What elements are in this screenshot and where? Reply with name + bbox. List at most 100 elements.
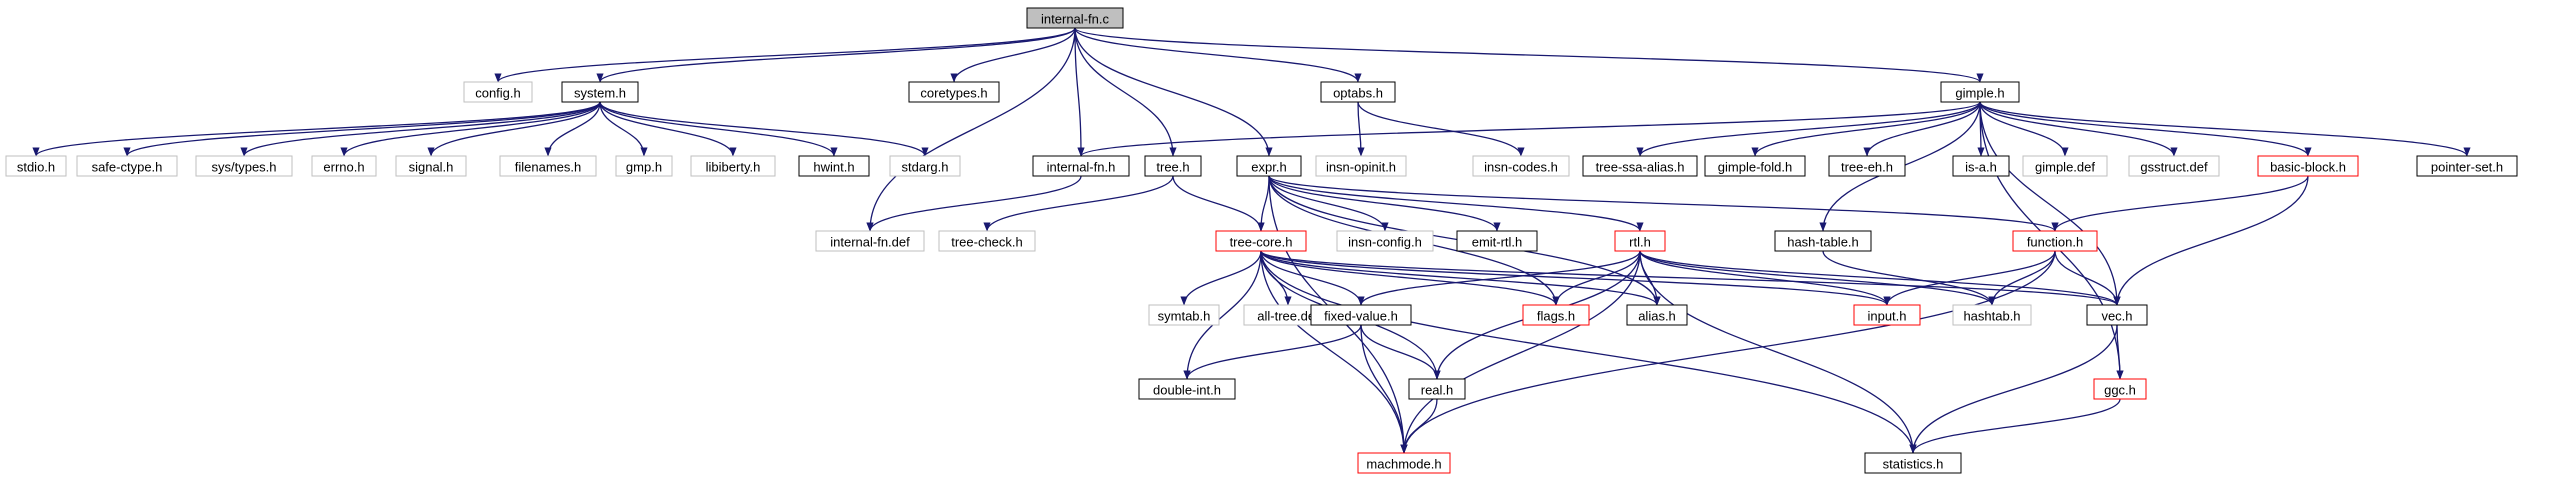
edge-basic-block-h-to-vec-h xyxy=(2113,175,2309,306)
node-box xyxy=(1032,155,1130,177)
node-label: sys/types.h xyxy=(211,160,276,175)
node-rtl-h[interactable]: rtl.h xyxy=(1614,230,1666,252)
node-gsstruct-def[interactable]: gsstruct.def xyxy=(2128,155,2220,177)
node-pointer-set-h[interactable]: pointer-set.h xyxy=(2416,155,2518,177)
node-tree-check-h[interactable]: tree-check.h xyxy=(938,230,1036,252)
node-tree-ssa-alias-h[interactable]: tree-ssa-alias.h xyxy=(1582,155,1698,177)
node-machmode-h[interactable]: machmode.h xyxy=(1357,452,1451,474)
node-system-h[interactable]: system.h xyxy=(561,81,639,103)
node-function-h[interactable]: function.h xyxy=(2012,230,2098,252)
node-box xyxy=(1336,230,1434,252)
node-label: tree-core.h xyxy=(1230,235,1293,250)
edge-basic-block-h-to-function-h xyxy=(2051,175,2309,232)
edge-system-h-to-errno-h xyxy=(340,101,601,157)
node-vec-h[interactable]: vec.h xyxy=(2086,304,2148,326)
node-alias-h[interactable]: alias.h xyxy=(1626,304,1688,326)
edge-tree-core-h-to-input-h xyxy=(1260,250,1891,306)
node-box xyxy=(1144,155,1202,177)
node-label: tree.h xyxy=(1156,160,1189,175)
node-label: double-int.h xyxy=(1153,383,1221,398)
node-filenames-h[interactable]: filenames.h xyxy=(499,155,597,177)
edge-tree-core-h-to-statistics-h xyxy=(1260,250,1917,454)
node-input-h[interactable]: input.h xyxy=(1853,304,1921,326)
node-box xyxy=(1315,155,1407,177)
node-double-int-h[interactable]: double-int.h xyxy=(1138,378,1236,400)
node-insn-codes-h[interactable]: insn-codes.h xyxy=(1472,155,1570,177)
node-internal-fn-c[interactable]: internal-fn.c xyxy=(1026,7,1124,29)
node-box xyxy=(76,155,178,177)
node-gimple-fold-h[interactable]: gimple-fold.h xyxy=(1704,155,1806,177)
node-box xyxy=(2093,378,2147,400)
node-internal-fn-h[interactable]: internal-fn.h xyxy=(1032,155,1130,177)
node-box xyxy=(938,230,1036,252)
node-label: rtl.h xyxy=(1629,235,1651,250)
edge-expr-h-to-insn-config-h xyxy=(1268,175,1389,232)
node-coretypes-h[interactable]: coretypes.h xyxy=(908,81,1000,103)
node-label: all-tree.def xyxy=(1257,309,1319,324)
node-tree-core-h[interactable]: tree-core.h xyxy=(1215,230,1307,252)
node-stdio-h[interactable]: stdio.h xyxy=(5,155,67,177)
edge-rtl-h-to-machmode-h xyxy=(1400,250,1641,454)
edge-tree-h-to-tree-check-h xyxy=(983,175,1174,232)
node-internal-fn-def[interactable]: internal-fn.def xyxy=(815,230,925,252)
edge-internal-fn-c-to-optabs-h xyxy=(1074,27,1362,83)
node-expr-h[interactable]: expr.h xyxy=(1236,155,1302,177)
node-box xyxy=(615,155,673,177)
node-optabs-h[interactable]: optabs.h xyxy=(1320,81,1396,103)
edge-real-h-to-machmode-h xyxy=(1400,398,1438,454)
edge-tree-core-h-to-vec-h xyxy=(1260,250,2121,306)
node-label: stdio.h xyxy=(17,160,55,175)
node-box xyxy=(1357,452,1451,474)
node-symtab-h[interactable]: symtab.h xyxy=(1148,304,1220,326)
edge-rtl-h-to-statistics-h xyxy=(1639,250,1917,454)
edge-gimple-h-to-pointer-set-h xyxy=(1979,101,2471,157)
node-libiberty-h[interactable]: libiberty.h xyxy=(690,155,776,177)
node-is-a-h[interactable]: is-a.h xyxy=(1952,155,2010,177)
node-stdarg-h[interactable]: stdarg.h xyxy=(889,155,961,177)
node-box xyxy=(1853,304,1921,326)
node-hashtab-h[interactable]: hashtab.h xyxy=(1952,304,2032,326)
node-statistics-h[interactable]: statistics.h xyxy=(1864,452,1962,474)
edge-tree-core-h-to-symtab-h xyxy=(1180,250,1262,306)
node-gimple-def[interactable]: gimple.def xyxy=(2022,155,2108,177)
node-box xyxy=(5,155,67,177)
node-hash-table-h[interactable]: hash-table.h xyxy=(1774,230,1872,252)
node-label: gsstruct.def xyxy=(2140,160,2208,175)
node-real-h[interactable]: real.h xyxy=(1408,378,1466,400)
node-label: libiberty.h xyxy=(706,160,761,175)
edge-expr-h-to-rtl-h xyxy=(1268,175,1644,232)
edge-system-h-to-safe-ctype-h xyxy=(123,101,601,157)
node-emit-rtl-h[interactable]: emit-rtl.h xyxy=(1456,230,1538,252)
node-insn-config-h[interactable]: insn-config.h xyxy=(1336,230,1434,252)
node-label: safe-ctype.h xyxy=(92,160,163,175)
node-safe-ctype-h[interactable]: safe-ctype.h xyxy=(76,155,178,177)
node-gmp-h[interactable]: gmp.h xyxy=(615,155,673,177)
node-box xyxy=(395,155,467,177)
node-label: internal-fn.h xyxy=(1047,160,1116,175)
node-label: fixed-value.h xyxy=(1324,309,1398,324)
node-insn-opinit-h[interactable]: insn-opinit.h xyxy=(1315,155,1407,177)
edge-optabs-h-to-insn-codes-h xyxy=(1357,101,1525,157)
node-all-tree-def[interactable]: all-tree.def xyxy=(1243,304,1333,326)
node-basic-block-h[interactable]: basic-block.h xyxy=(2257,155,2359,177)
node-ggc-h[interactable]: ggc.h xyxy=(2093,378,2147,400)
edge-gimple-h-to-internal-fn-h xyxy=(1077,101,1981,157)
node-sys-types-h[interactable]: sys/types.h xyxy=(195,155,293,177)
node-gimple-h[interactable]: gimple.h xyxy=(1940,81,2020,103)
edge-tree-core-h-to-machmode-h xyxy=(1260,250,1408,454)
edge-internal-fn-c-to-expr-h xyxy=(1074,27,1273,157)
node-tree-h[interactable]: tree.h xyxy=(1144,155,1202,177)
node-fixed-value-h[interactable]: fixed-value.h xyxy=(1310,304,1412,326)
node-label: tree-check.h xyxy=(951,235,1023,250)
node-tree-eh-h[interactable]: tree-eh.h xyxy=(1828,155,1906,177)
node-label: hashtab.h xyxy=(1963,309,2020,324)
edge-hash-table-h-to-hashtab-h xyxy=(1822,250,1996,306)
node-box xyxy=(1472,155,1570,177)
node-config-h[interactable]: config.h xyxy=(463,81,533,103)
node-box xyxy=(311,155,377,177)
node-errno-h[interactable]: errno.h xyxy=(311,155,377,177)
node-hwint-h[interactable]: hwint.h xyxy=(798,155,870,177)
node-flags-h[interactable]: flags.h xyxy=(1522,304,1590,326)
node-signal-h[interactable]: signal.h xyxy=(395,155,467,177)
